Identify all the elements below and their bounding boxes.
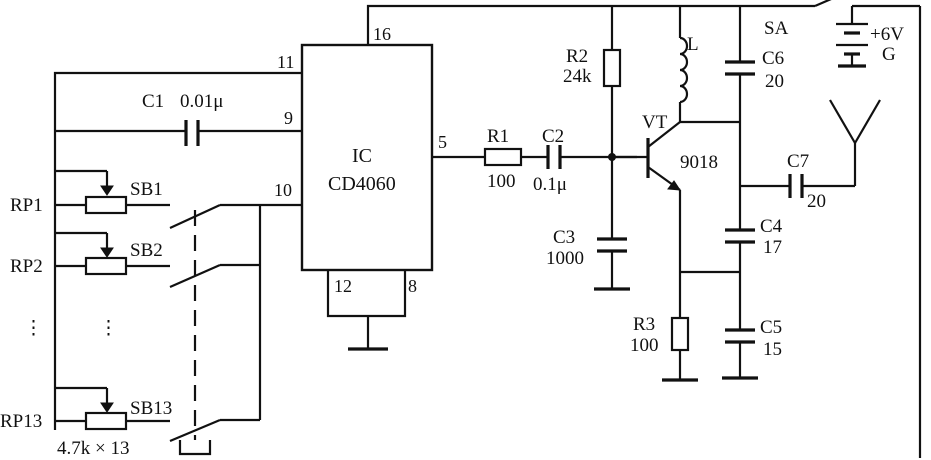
capacitor-c1: C1 0.01μ — [142, 91, 223, 146]
capacitor-c7: C7 20 — [740, 151, 855, 212]
c2-value: 0.1μ — [533, 174, 567, 195]
sb13-label: SB13 — [130, 398, 172, 419]
c7-label: C7 — [787, 151, 809, 172]
pin-16-label: 16 — [373, 24, 391, 44]
r3-label: R3 — [633, 314, 655, 335]
sb2-label: SB2 — [130, 240, 163, 261]
pin-12-label: 12 — [334, 276, 352, 296]
switch-mechanical-link — [178, 210, 212, 456]
key-row-2: RP2 SB2 — [10, 231, 221, 289]
c5-value: 15 — [763, 339, 782, 360]
sa-label: SA — [764, 18, 789, 39]
vt-part-label: 9018 — [680, 152, 718, 173]
c3-label: C3 — [553, 227, 575, 248]
ellipsis-left: ⋮ — [24, 318, 43, 339]
pin-10-label: 10 — [274, 180, 292, 200]
c3-value: 1000 — [546, 248, 584, 269]
c4-value: 17 — [763, 237, 782, 258]
rp2-label: RP2 — [10, 256, 43, 277]
inductor-l: L — [678, 6, 699, 122]
array-value-label: 4.7k × 13 — [57, 438, 129, 459]
sb1-label: SB1 — [130, 179, 163, 200]
capacitor-c4: C4 17 — [725, 216, 783, 330]
pin-11-label: 11 — [277, 52, 294, 72]
c2-label: C2 — [542, 126, 564, 147]
capacitor-c3: C3 1000 — [546, 157, 630, 291]
c5-label: C5 — [760, 317, 782, 338]
c1-label: C1 — [142, 91, 164, 112]
supply-rail — [366, 4, 922, 458]
c1-value: 0.01μ — [180, 91, 223, 112]
capacitor-c6: C6 20 — [725, 6, 784, 230]
pin10-bus — [220, 203, 302, 422]
switch-sa: SA — [764, 0, 832, 39]
key-row-13: RP13 SB13 4.7k × 13 — [0, 386, 221, 459]
battery-g: +6V G — [836, 6, 904, 68]
pin-8-label: 8 — [408, 276, 417, 296]
resistor-r1: R1 100 — [483, 126, 523, 192]
capacitor-c5: C5 15 — [722, 317, 782, 380]
rp13-label: RP13 — [0, 411, 42, 432]
antenna-symbol — [829, 99, 881, 186]
pin-9-label: 9 — [284, 108, 293, 128]
ic-cd4060: IC CD4060 16 11 9 10 5 12 8 — [274, 24, 447, 296]
capacitor-c2: C2 0.1μ — [533, 126, 567, 195]
oscillator-wiring — [53, 71, 302, 430]
c7-value: 20 — [807, 191, 826, 212]
r1-label: R1 — [487, 126, 509, 147]
transistor-vt: VT 9018 — [612, 112, 718, 191]
r2-label: R2 — [566, 46, 588, 67]
r1-value: 100 — [487, 171, 516, 192]
l-label: L — [687, 34, 699, 55]
ic-ground-connection — [326, 270, 407, 351]
vt-label: VT — [642, 112, 668, 133]
ic-label: IC — [352, 145, 372, 167]
ellipsis-mid: ⋮ — [99, 318, 118, 339]
c6-label: C6 — [762, 48, 784, 69]
battery-ref-label: G — [882, 44, 896, 65]
r2-value: 24k — [563, 66, 592, 87]
rp1-label: RP1 — [10, 195, 43, 216]
resistor-r2: R2 24k — [563, 6, 622, 157]
pin-5-label: 5 — [438, 132, 447, 152]
r3-value: 100 — [630, 335, 659, 356]
resistor-r3: R3 100 — [630, 190, 698, 382]
c6-value: 20 — [765, 71, 784, 92]
key-row-1: RP1 SB1 — [10, 169, 221, 229]
c4-label: C4 — [760, 216, 783, 237]
battery-voltage-label: +6V — [870, 24, 904, 45]
ic-part-label: CD4060 — [328, 173, 396, 195]
